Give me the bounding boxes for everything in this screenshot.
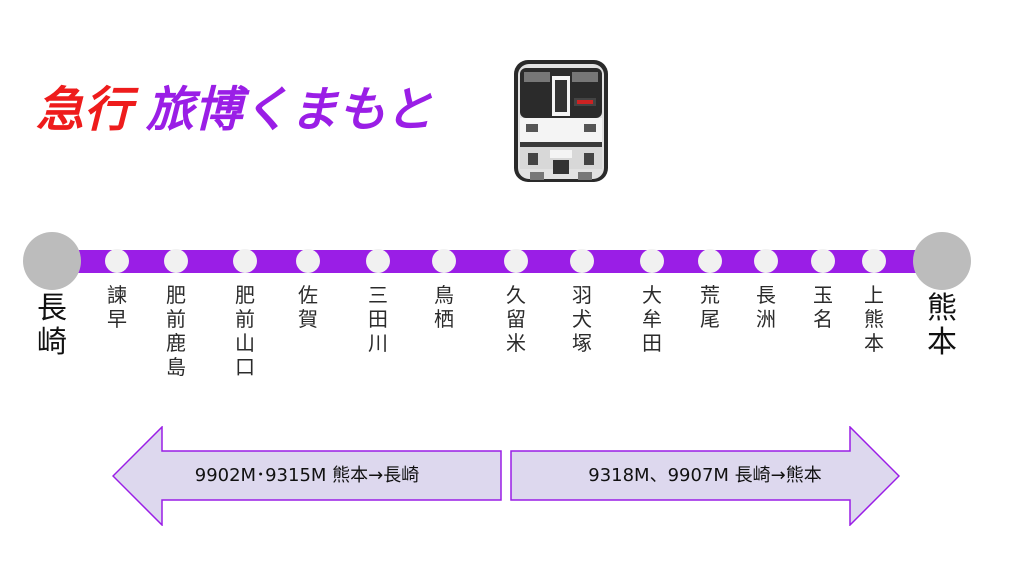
station-dot bbox=[698, 249, 722, 273]
station-dot bbox=[862, 249, 886, 273]
origin-name: 長崎 bbox=[37, 291, 67, 360]
station-dot bbox=[754, 249, 778, 273]
service-type: 急行 bbox=[36, 82, 133, 138]
station-name: 久留米 bbox=[506, 283, 526, 355]
station-name: 佐賀 bbox=[298, 283, 318, 331]
station-name: 上熊本 bbox=[864, 283, 884, 355]
station-name: 諫早 bbox=[107, 283, 127, 331]
terminal-origin bbox=[23, 232, 81, 290]
station-name: 肥前鹿島 bbox=[166, 283, 186, 379]
station-name: 長洲 bbox=[756, 283, 776, 331]
station-dot bbox=[296, 249, 320, 273]
station-dot bbox=[811, 249, 835, 273]
station-dot bbox=[432, 249, 456, 273]
diagram-title: 急行旅博くまもと bbox=[36, 86, 433, 134]
station-name: 荒尾 bbox=[700, 283, 720, 331]
station-dot bbox=[504, 249, 528, 273]
train-front-icon bbox=[506, 54, 616, 189]
station-dot bbox=[570, 249, 594, 273]
station-name: 肥前山口 bbox=[235, 283, 255, 379]
station-dot bbox=[366, 249, 390, 273]
station-name: 鳥栖 bbox=[434, 283, 454, 331]
station-dot bbox=[105, 249, 129, 273]
station-name: 玉名 bbox=[813, 283, 833, 331]
terminal-destination bbox=[913, 232, 971, 290]
station-name: 大牟田 bbox=[642, 283, 662, 355]
station-name: 羽犬塚 bbox=[572, 283, 592, 355]
station-name: 三田川 bbox=[368, 283, 388, 355]
train-name: 旅博くまもと bbox=[146, 82, 434, 138]
station-dot bbox=[233, 249, 257, 273]
station-dot bbox=[164, 249, 188, 273]
direction-arrow-to-origin: 9902M･9315M 熊本→長崎 bbox=[112, 426, 502, 526]
direction-label-to-origin: 9902M･9315M 熊本→長崎 bbox=[194, 465, 420, 486]
direction-label-to-destination: 9318M、9907M 長崎→熊本 bbox=[588, 465, 822, 486]
station-dot bbox=[640, 249, 664, 273]
direction-arrow-to-destination: 9318M、9907M 長崎→熊本 bbox=[510, 426, 900, 526]
destination-name: 熊本 bbox=[927, 291, 957, 360]
